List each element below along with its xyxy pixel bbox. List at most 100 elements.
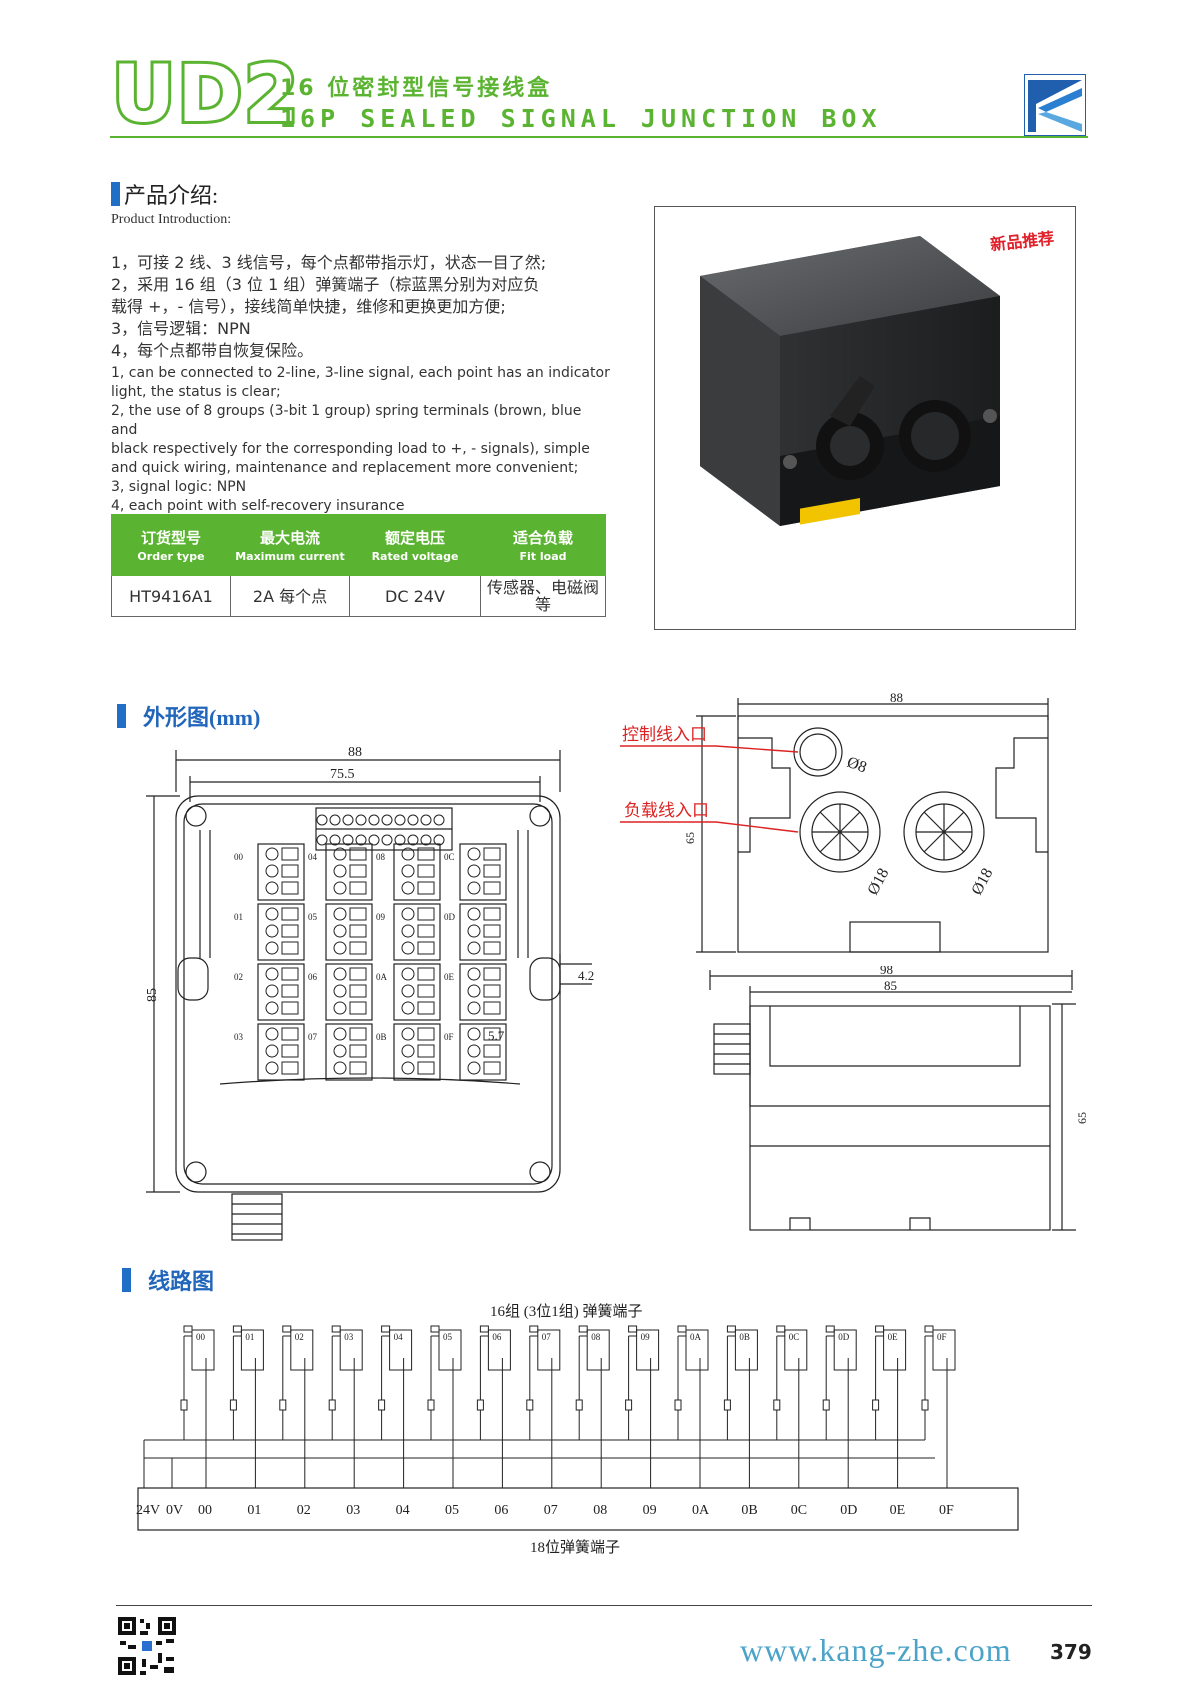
spring-terminal — [333, 881, 347, 895]
group-label: 03 — [234, 1032, 244, 1042]
terminal-label: 06 — [494, 1503, 508, 1518]
spring-terminal — [467, 907, 481, 921]
cell-max-current: 2A 每个点 — [230, 575, 350, 617]
spring-terminal — [265, 1027, 279, 1041]
brand-logo-icon — [1024, 74, 1086, 136]
spring-terminal — [333, 1061, 347, 1075]
terminal-label: 24V — [136, 1503, 160, 1518]
strip-terminal — [368, 814, 380, 826]
spring-terminal — [333, 1027, 347, 1041]
spring-terminal — [265, 984, 279, 998]
cell-rated-voltage: DC 24V — [349, 575, 481, 617]
spring-terminal — [265, 1001, 279, 1015]
wiring-channel: 03 — [328, 1325, 363, 1488]
wiring-channel: 04 — [378, 1325, 413, 1488]
terminal-lever — [281, 1061, 299, 1075]
terminal-lever — [281, 967, 299, 981]
wiring-channel: 05 — [427, 1325, 462, 1488]
wiring-channel: 01 — [229, 1325, 264, 1488]
spring-terminal — [401, 924, 415, 938]
strip-terminal — [394, 814, 406, 826]
dim-height: 85 — [145, 988, 160, 1002]
intro-line: 2，采用 16 组（3 位 1 组）弹簧端子（棕蓝黑分别为对应负 — [111, 275, 540, 294]
spring-terminal — [467, 847, 481, 861]
terminal-lever — [349, 984, 367, 998]
wiring-channel: 00 — [180, 1325, 215, 1488]
channel-label: 06 — [492, 1332, 502, 1342]
side-view-drawing: 98 85 65 — [709, 966, 1089, 1231]
product-photo-frame — [654, 206, 1076, 630]
wiring-channel: 0A — [674, 1325, 709, 1488]
terminal-lever — [349, 1001, 367, 1015]
channel-label: 01 — [245, 1332, 254, 1342]
spring-terminal — [401, 847, 415, 861]
spring-terminal — [333, 864, 347, 878]
spring-terminal — [401, 941, 415, 955]
intro-line-en: 1, can be connected to 2-line, 3-line si… — [111, 365, 610, 381]
terminal-label: 04 — [396, 1503, 410, 1518]
spring-terminal — [467, 1027, 481, 1041]
channel-label: 0E — [888, 1332, 899, 1342]
spring-terminal — [401, 1044, 415, 1058]
wiring-channel: 06 — [476, 1325, 511, 1488]
spring-terminal — [333, 924, 347, 938]
wiring-top-caption: 16组 (3位1组) 弹簧端子 — [490, 1303, 643, 1320]
wiring-channel: 0D — [822, 1325, 857, 1488]
terminal-label: 0C — [791, 1503, 807, 1518]
intro-line: 4，每个点都带自恢复保险。 — [111, 341, 314, 360]
strip-terminal — [433, 814, 445, 826]
terminal-lever — [349, 907, 367, 921]
channel-label: 0C — [789, 1332, 800, 1342]
intro-line-en: 3, signal logic: NPN — [111, 479, 247, 495]
channel-label: 08 — [591, 1332, 601, 1342]
spring-terminal — [333, 941, 347, 955]
terminal-lever — [483, 847, 501, 861]
group-label: 04 — [308, 852, 318, 862]
spring-terminal — [333, 984, 347, 998]
dim-d18b: Ø18 — [969, 866, 997, 898]
terminal-lever — [417, 907, 435, 921]
strip-terminal — [316, 834, 328, 846]
group-label: 0F — [444, 1032, 454, 1042]
spring-terminal — [333, 967, 347, 981]
terminal-lever — [483, 984, 501, 998]
terminal-lever — [281, 941, 299, 955]
terminal-lever — [483, 907, 501, 921]
terminal-label: 05 — [445, 1503, 459, 1518]
website-link[interactable]: www.kang-zhe.com — [740, 1632, 1012, 1668]
terminal-lever — [349, 1027, 367, 1041]
spring-terminal — [265, 924, 279, 938]
qr-code-icon[interactable] — [116, 1615, 178, 1677]
spring-terminal — [265, 1061, 279, 1075]
dim-side-inner: 85 — [884, 978, 897, 993]
strip-terminal — [342, 834, 354, 846]
dim-top-height: 65 — [683, 832, 697, 844]
spring-terminal — [467, 941, 481, 955]
intro-text-en: 1, can be connected to 2-line, 3-line si… — [111, 364, 611, 516]
header-rule — [110, 136, 1088, 138]
product-photo — [700, 236, 1000, 526]
spring-terminal — [467, 984, 481, 998]
spring-terminal — [467, 967, 481, 981]
terminal-lever — [483, 1044, 501, 1058]
channel-label: 03 — [344, 1332, 354, 1342]
strip-terminal — [420, 834, 432, 846]
terminal-label: 08 — [593, 1503, 607, 1518]
group-label: 0D — [444, 912, 456, 922]
wiring-channel: 0C — [773, 1325, 808, 1488]
terminal-lever — [349, 1044, 367, 1058]
intro-text-cn: 1，可接 2 线、3 线信号，每个点都带指示灯，状态一目了然; 2，采用 16 … — [111, 252, 611, 362]
dim-d18a: Ø18 — [865, 866, 893, 898]
terminal-lever — [349, 941, 367, 955]
terminal-label: 0D — [840, 1503, 857, 1518]
strip-terminal — [342, 814, 354, 826]
terminal-lever — [349, 1061, 367, 1075]
strip-terminal — [407, 834, 419, 846]
group-label: 0E — [444, 972, 455, 982]
terminal-label: 01 — [247, 1503, 261, 1518]
wiring-channel: 0F — [921, 1325, 956, 1488]
section-marker — [117, 704, 126, 728]
